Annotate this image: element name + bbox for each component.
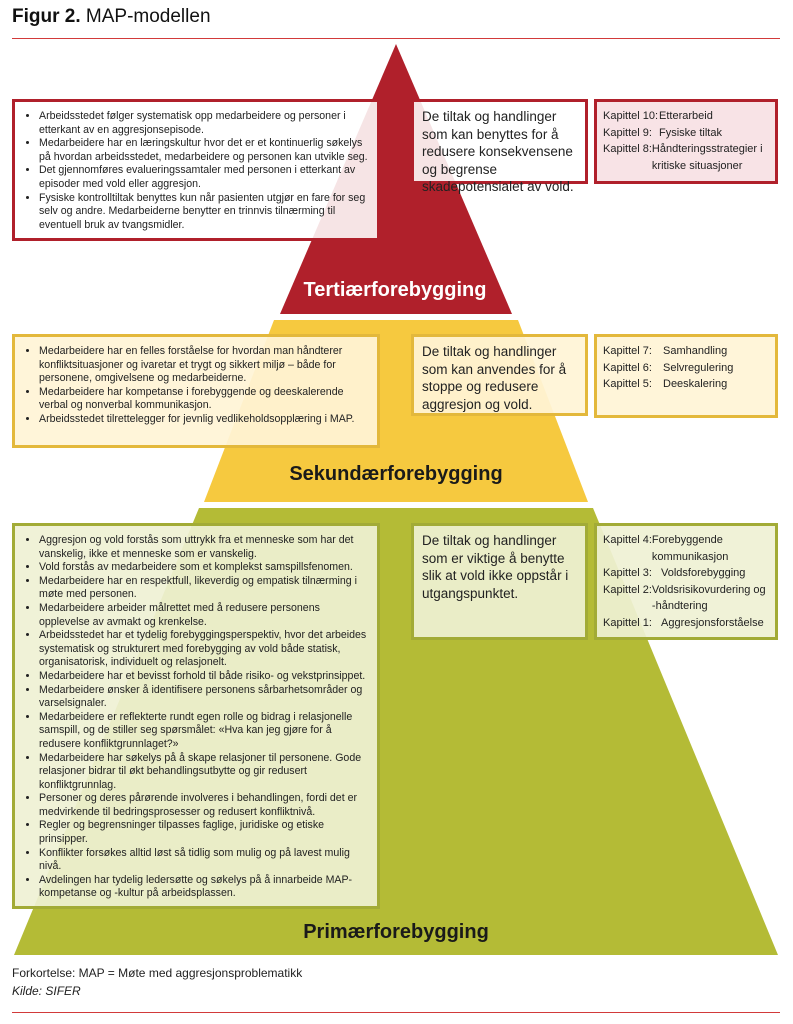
tertiary-description: De tiltak og handlinger som kan benyttes…	[422, 109, 574, 194]
secondary-chapters-box: Kapittel 7: Samhandling Kapittel 6: Selv…	[594, 334, 778, 418]
chapter-row: Kapittel 2: Voldsrisikovurdering og -hån…	[603, 582, 769, 615]
chapter-number: Kapittel 1:	[603, 616, 652, 629]
list-item: Avdelingen har tydelig ledersøtte og søk…	[39, 874, 369, 901]
chapter-row: Kapittel 7: Samhandling	[603, 343, 769, 360]
secondary-bullets-box: Medarbeidere har en felles forståelse fo…	[12, 334, 380, 448]
list-item: Medarbeidere arbeider målrettet med å re…	[39, 602, 369, 629]
chapter-number: Kapittel 10:	[603, 110, 659, 122]
list-item: Vold forstås av medarbeidere som et komp…	[39, 561, 369, 575]
chapter-row: Kapittel 9: Fysiske tiltak	[603, 125, 769, 142]
source-note: Kilde: SIFER	[12, 984, 81, 998]
list-item: Medarbeidere har en felles forståelse fo…	[39, 345, 369, 386]
figure-number: Figur 2.	[12, 6, 81, 27]
tertiary-bullets-box: Arbeidsstedet følger systematisk opp med…	[12, 99, 380, 241]
list-item: Arbeidsstedet tilrettelegger for jevnlig…	[39, 413, 369, 427]
primary-bullet-list: Aggresjon og vold forstås som uttrykk fr…	[21, 534, 369, 901]
figure-title: Figur 2. MAP-modellen	[12, 6, 211, 28]
list-item: Medarbeidere har kompetanse i forebyggen…	[39, 386, 369, 413]
chapter-name: Aggresjonsforståelse	[661, 616, 764, 629]
chapter-row: Kapittel 5: Deeskalering	[603, 376, 769, 393]
secondary-description-box: De tiltak og handlinger som kan anvendes…	[411, 334, 588, 416]
primary-bullets-box: Aggresjon og vold forstås som uttrykk fr…	[12, 523, 380, 909]
chapter-name: Selvregulering	[663, 361, 734, 374]
list-item: Medarbeidere har en respektfull, likever…	[39, 575, 369, 602]
chapter-name: Forebyggende kommunikasjon	[651, 534, 729, 563]
secondary-description: De tiltak og handlinger som kan anvendes…	[422, 344, 567, 412]
chapter-row: Kapittel 8: Håndteringsstrategier i krit…	[603, 141, 769, 174]
list-item: Medarbeidere ønsker å identifisere perso…	[39, 684, 369, 711]
list-item: Aggresjon og vold forstås som uttrykk fr…	[39, 534, 369, 561]
list-item: Medarbeidere er reflekterte rundt egen r…	[39, 711, 369, 752]
list-item: Fysiske kontrolltiltak benyttes kun når …	[39, 192, 369, 233]
figure-title-text: MAP-modellen	[85, 6, 211, 27]
list-item: Regler og begrensninger tilpasses faglig…	[39, 819, 369, 846]
list-item: Konflikter forsøkes alltid løst så tidli…	[39, 847, 369, 874]
chapter-row: Kapittel 3: Voldsforebygging	[603, 565, 769, 582]
bottom-rule	[12, 1012, 780, 1013]
list-item: Arbeidsstedet har et tydelig forebygging…	[39, 629, 369, 670]
primary-description: De tiltak og handlinger som er viktige å…	[422, 533, 569, 601]
tertiary-description-box: De tiltak og handlinger som kan benyttes…	[411, 99, 588, 194]
secondary-label: Sekundærforebygging	[289, 463, 503, 485]
primary-chapters-box: Kapittel 4: Forebyggende kommunikasjon K…	[594, 523, 778, 640]
chapter-number: Kapittel 4:	[603, 534, 652, 546]
abbreviation-note: Forkortelse: MAP = Møte med aggresjonspr…	[12, 966, 303, 980]
top-rule	[12, 38, 780, 39]
chapter-name: Deeskalering	[663, 378, 728, 390]
primary-label: Primærforebygging	[303, 921, 489, 943]
list-item: Personer og deres pårørende involveres i…	[39, 792, 369, 819]
chapter-number: Kapittel 8:	[603, 143, 652, 155]
list-item: Medarbeidere har en læringskultur hvor d…	[39, 137, 369, 164]
tertiary-bullet-list: Arbeidsstedet følger systematisk opp med…	[21, 110, 369, 232]
chapter-number: Kapittel 6:	[603, 361, 652, 374]
chapter-number: Kapittel 5:	[603, 378, 652, 390]
chapter-name: Voldsrisikovurdering og -håndtering	[651, 583, 766, 613]
chapter-name: Etterarbeid	[659, 110, 713, 122]
chapter-name: Fysiske tiltak	[659, 126, 722, 139]
list-item: Medarbeidere har søkelys på å skape rela…	[39, 752, 369, 793]
chapter-row: Kapittel 10: Etterarbeid	[603, 108, 769, 125]
pyramid-tier-tertiary	[280, 44, 512, 314]
list-item: Medarbeidere har et bevisst forhold til …	[39, 670, 369, 684]
chapter-row: Kapittel 6: Selvregulering	[603, 360, 769, 377]
chapter-name: Samhandling	[663, 345, 728, 357]
chapter-number: Kapittel 9:	[603, 126, 652, 139]
secondary-bullet-list: Medarbeidere har en felles forståelse fo…	[21, 345, 369, 427]
tertiary-chapters-box: Kapittel 10: Etterarbeid Kapittel 9: Fys…	[594, 99, 778, 184]
chapter-name: Voldsforebygging	[661, 567, 746, 579]
chapter-row: Kapittel 1: Aggresjonsforståelse	[603, 615, 769, 632]
chapter-number: Kapittel 7:	[603, 345, 652, 357]
chapter-number: Kapittel 3:	[603, 567, 652, 579]
chapter-name: Håndteringsstrategier i kritiske situasj…	[651, 143, 763, 172]
chapter-number: Kapittel 2:	[603, 583, 652, 596]
tertiary-label: Tertiærforebygging	[303, 279, 487, 301]
list-item: Arbeidsstedet følger systematisk opp med…	[39, 110, 369, 137]
primary-description-box: De tiltak og handlinger som er viktige å…	[411, 523, 588, 640]
chapter-row: Kapittel 4: Forebyggende kommunikasjon	[603, 532, 769, 565]
list-item: Det gjennomføres evalueringssamtaler med…	[39, 164, 369, 191]
